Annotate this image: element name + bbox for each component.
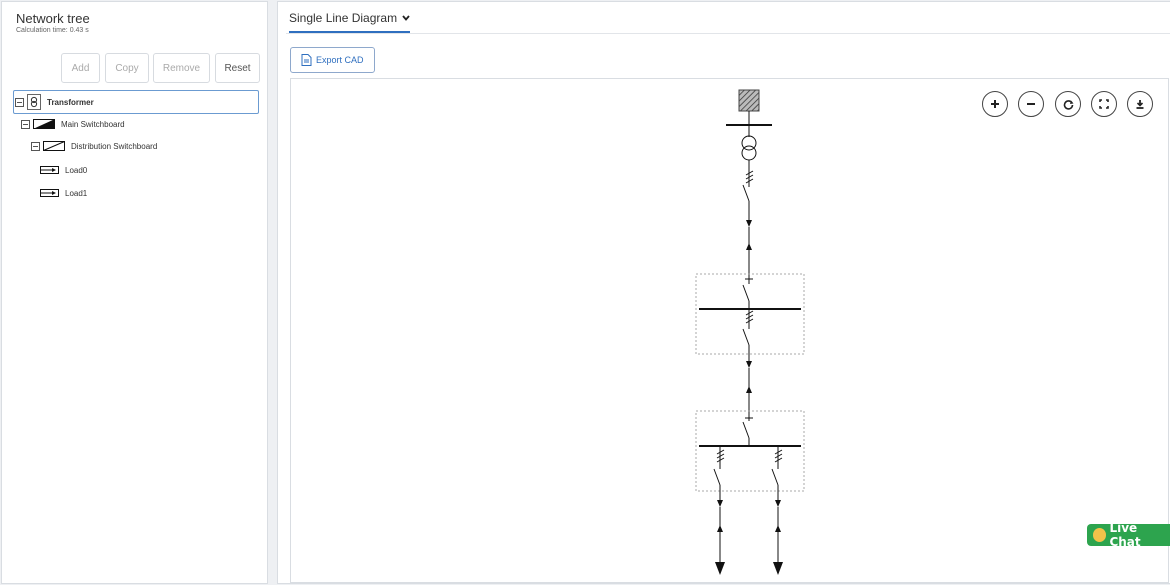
reset-button[interactable]: Reset <box>215 53 260 83</box>
diagram-panel: Single Line Diagram Export CAD <box>277 1 1170 584</box>
tree-node-label: Load0 <box>65 165 88 175</box>
cable-2 <box>745 368 753 421</box>
calculation-time: Calculation time: 0.43 s <box>16 27 89 34</box>
tree-node-label: Distribution Switchboard <box>71 141 158 151</box>
load-icon <box>40 166 59 174</box>
load-icon <box>40 189 59 197</box>
view-selector[interactable]: Single Line Diagram <box>289 11 411 33</box>
live-chat-button[interactable]: Live Chat <box>1087 521 1170 549</box>
collapse-toggle[interactable] <box>31 141 40 151</box>
single-line-diagram-canvas[interactable] <box>290 78 1169 583</box>
divider <box>286 33 1170 34</box>
tree-node-load1[interactable]: Load1 <box>40 183 87 203</box>
file-icon <box>301 54 312 66</box>
tree-node-label: Transformer <box>47 97 94 107</box>
tree-node-main-switchboard[interactable]: Main Switchboard <box>21 114 125 134</box>
export-cad-button[interactable]: Export CAD <box>290 47 375 73</box>
zoom-out-icon[interactable] <box>1018 91 1044 117</box>
tree-node-transformer[interactable]: Transformer <box>13 90 259 114</box>
add-button[interactable]: Add <box>61 53 100 83</box>
tree-node-label: Main Switchboard <box>61 119 125 129</box>
live-chat-label: Live Chat <box>1109 521 1141 549</box>
switchboard-icon <box>43 141 65 151</box>
main-switchboard-box <box>695 273 805 368</box>
tree-node-label: Load1 <box>65 188 88 198</box>
distribution-switchboard-box <box>695 410 805 507</box>
panel-title: Network tree <box>16 11 90 26</box>
export-cad-label: Export CAD <box>316 55 364 65</box>
view-selector-label: Single Line Diagram <box>289 11 398 25</box>
fit-icon[interactable] <box>1091 91 1117 117</box>
single-line-diagram <box>695 89 805 575</box>
refresh-icon[interactable] <box>1055 91 1081 117</box>
breaker-1 <box>742 170 754 227</box>
copy-button[interactable]: Copy <box>105 53 149 83</box>
cable-1 <box>745 227 753 284</box>
download-icon[interactable] <box>1127 91 1153 117</box>
chat-avatar-icon <box>1093 528 1107 542</box>
network-tree-panel: Network tree Calculation time: 0.43 s Ad… <box>1 1 268 584</box>
tree-node-load0[interactable]: Load0 <box>40 160 87 180</box>
network-feeder <box>726 89 772 126</box>
switchboard-filled-icon <box>33 119 55 129</box>
chevron-down-icon <box>402 15 410 21</box>
zoom-in-icon[interactable] <box>982 91 1008 117</box>
load-feeders <box>715 507 783 575</box>
transformer-icon <box>27 94 41 110</box>
transformer-symbol <box>741 125 757 171</box>
remove-button[interactable]: Remove <box>153 53 210 83</box>
tree-node-distribution-switchboard[interactable]: Distribution Switchboard <box>31 136 157 156</box>
collapse-toggle[interactable] <box>15 97 24 107</box>
collapse-toggle[interactable] <box>21 119 30 129</box>
